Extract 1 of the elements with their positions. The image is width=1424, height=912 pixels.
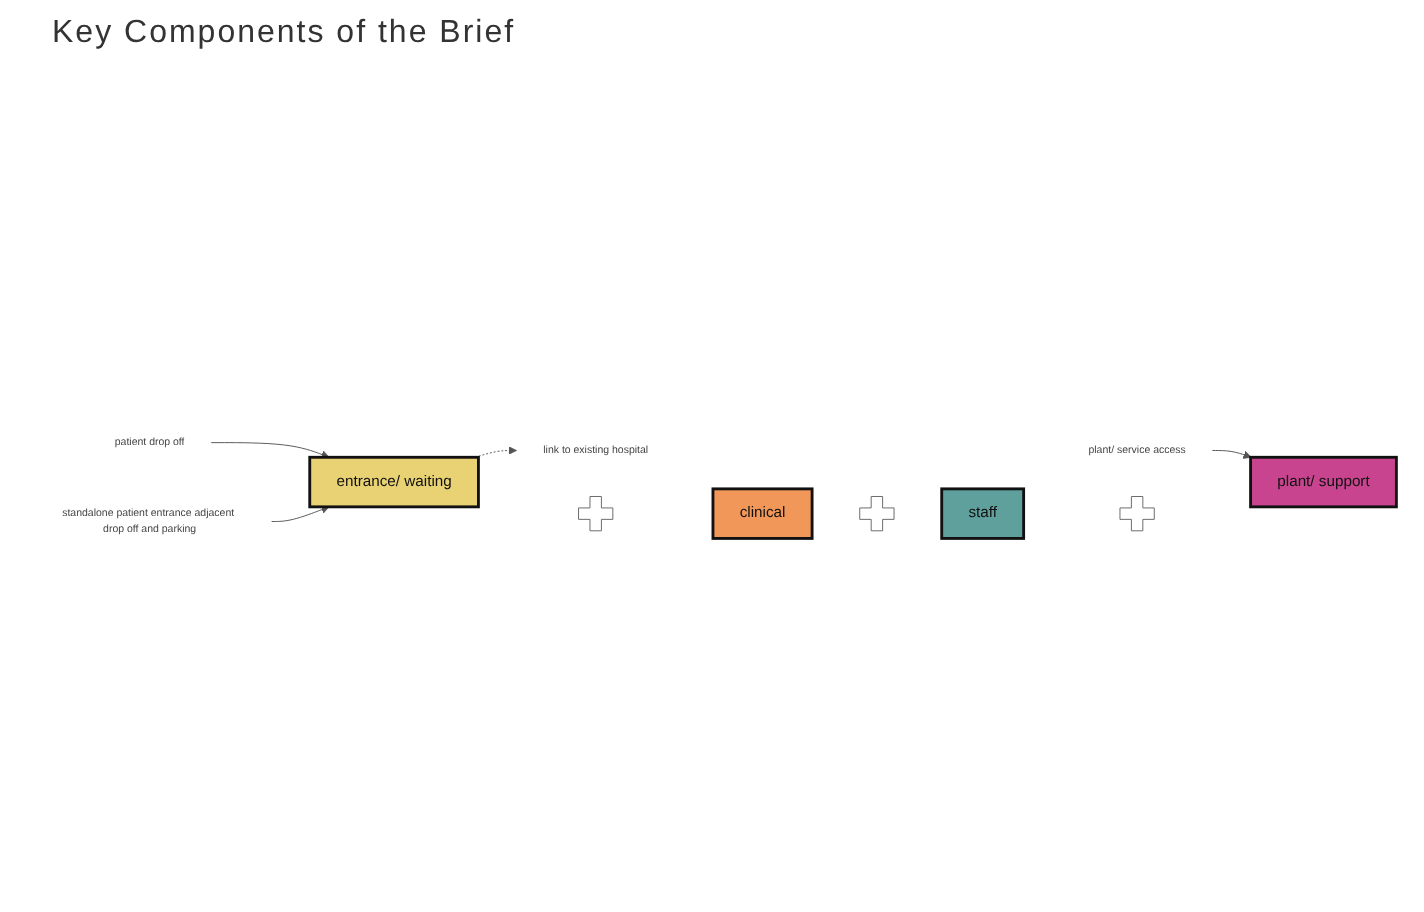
diagram-title: Key Components of the Brief [52,16,516,52]
